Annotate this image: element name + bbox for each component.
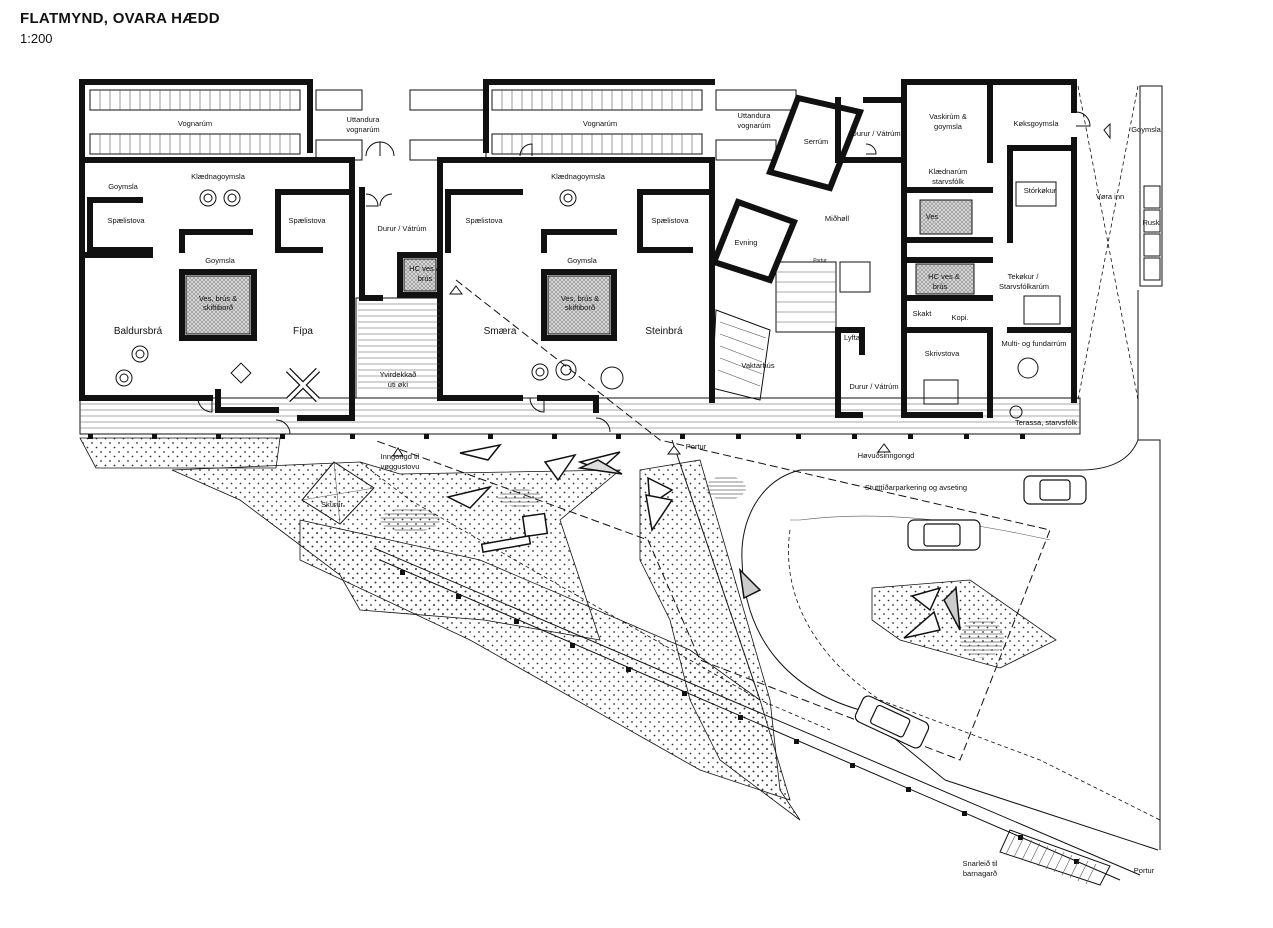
label-yvirdekkad-b: úti økí [388,380,409,389]
label-skrivstova: Skrivstova [925,349,960,358]
label-uttandura-2b: vognarúm [737,121,770,130]
label-klaednagoymsla-mid: Klædnagoymsla [551,172,606,181]
stroller-racks [89,89,797,161]
label-kopi: Kopi. [951,313,968,322]
building-walls [79,79,1077,421]
page-title: FLATMYND, OVARA HÆDD [20,10,220,27]
label-vaktarhus: Vaktarhús [741,361,774,370]
deck-posts [88,434,1025,439]
furniture [115,181,1061,419]
label-durur-mid: Durur / Vátrúm [377,224,426,233]
label-midholl: Miðhøll [825,214,850,223]
label-portur-mid: Portur [686,442,707,451]
label-rusk: Rusk [1142,218,1159,227]
label-goymsla-a: Goymsla [205,256,235,265]
shrubs [380,476,1004,658]
label-terassa: Terassa, starvsfólk [1015,418,1077,427]
label-ves: Ves [926,212,939,221]
label-skakt: Skakt [913,309,933,318]
label-portur-bottom: Portur [1134,866,1155,875]
label-durur-low: Durur / Vátrúm [849,382,898,391]
covered-area-deck [355,297,443,399]
label-snarleid-a: Snarleið til [962,859,997,868]
bathroom-fills [185,199,975,335]
label-multi: Multi- og fundarrúm [1001,339,1066,348]
fence-posts [400,570,1079,864]
outdoor-stairs [999,829,1111,886]
label-klaednarum-b: starvsfólk [932,177,964,186]
main-stair [711,261,871,401]
entry-markers [392,122,1111,457]
label-lyfta: Lyfta [844,333,861,342]
label-snarleid-b: barnagarð [963,869,997,878]
label-durur-top: Durur / Vátrúm [851,129,900,138]
label-evning: Evning [735,238,758,247]
label-koksgoymsla: Køksgoymsla [1013,119,1059,128]
label-goymsla-left: Goymsla [108,182,138,191]
label-ves-brus-1b: skiftiborð [203,303,233,312]
label-klaednarum-a: Klædnarúm [929,167,968,176]
label-smaera: Smæra [484,326,517,337]
label-spaelistova-3: Spælistova [465,216,503,225]
label-uttandura-1b: vognarúm [346,125,379,134]
label-ves-brus-1a: Ves, brús & [199,294,237,303]
label-yvirdekkad-a: Yvirdekkað [380,370,417,379]
label-klaednagoymsla-left: Klædnagoymsla [191,172,246,181]
label-hc-ves-b: brús [418,274,433,283]
label-hc-ves-a: HC ves & [409,264,441,273]
label-vaskirum-b: goymsla [934,122,963,131]
label-vognarum-left: Vognarúm [178,119,212,128]
label-ves-brus-2b: skiftiborð [565,303,595,312]
label-ves-brus-2a: Ves, brús & [561,294,599,303]
label-spaelistova-2: Spælistova [288,216,326,225]
label-uttandura-1a: Uttandura [347,115,381,124]
doors [197,111,1091,435]
label-inngongd-a: Inngongd til [381,452,420,461]
scale-label: 1:200 [20,31,53,46]
label-tekokur-b: Starvsfólkarúm [999,282,1049,291]
label-goymsla-b: Goymsla [567,256,597,265]
label-spaelistova-4: Spælistova [651,216,689,225]
label-fipa: Fípa [293,326,313,337]
roads [359,279,1161,881]
label-vaskirum-a: Vaskirúm & [929,112,967,121]
label-inngongd-b: vøggustovu [381,462,420,471]
cars [854,475,1087,749]
label-uttandura-2a: Uttandura [738,111,772,120]
label-skurur: Skúrur [321,500,344,509]
label-spaelistova-1: Spælistova [107,216,145,225]
label-stuttidar: Stutttíðarparkering og avseting [865,483,967,492]
label-hovudsinngongd: Høvuðsinngongd [858,451,915,460]
label-storkokur: Stórkøkur [1024,186,1057,195]
label-vora-inn: Vøra inn [1096,192,1124,201]
label-hc-ves-right-b: brús [933,282,948,291]
label-hc-ves-right-a: HC ves & [928,272,960,281]
play-equipment [445,443,961,639]
label-baldursbra: Baldursbrá [114,326,163,337]
label-tekokur-a: Tekøkur / [1008,272,1040,281]
label-serum: Serrúm [804,137,829,146]
room-labels: Vognarúm Uttandura vognarúm Vognarúm Utt… [107,111,1161,878]
label-goymsla-right: Goymsla [1131,125,1161,134]
right-outdoor-structure [1077,85,1163,401]
label-portur-small: Portur [813,258,827,264]
outdoor-play-areas [79,437,1057,821]
shed [301,461,375,525]
label-vognarum-mid: Vognarúm [583,119,617,128]
label-steinbra: Steinbrá [645,326,683,337]
